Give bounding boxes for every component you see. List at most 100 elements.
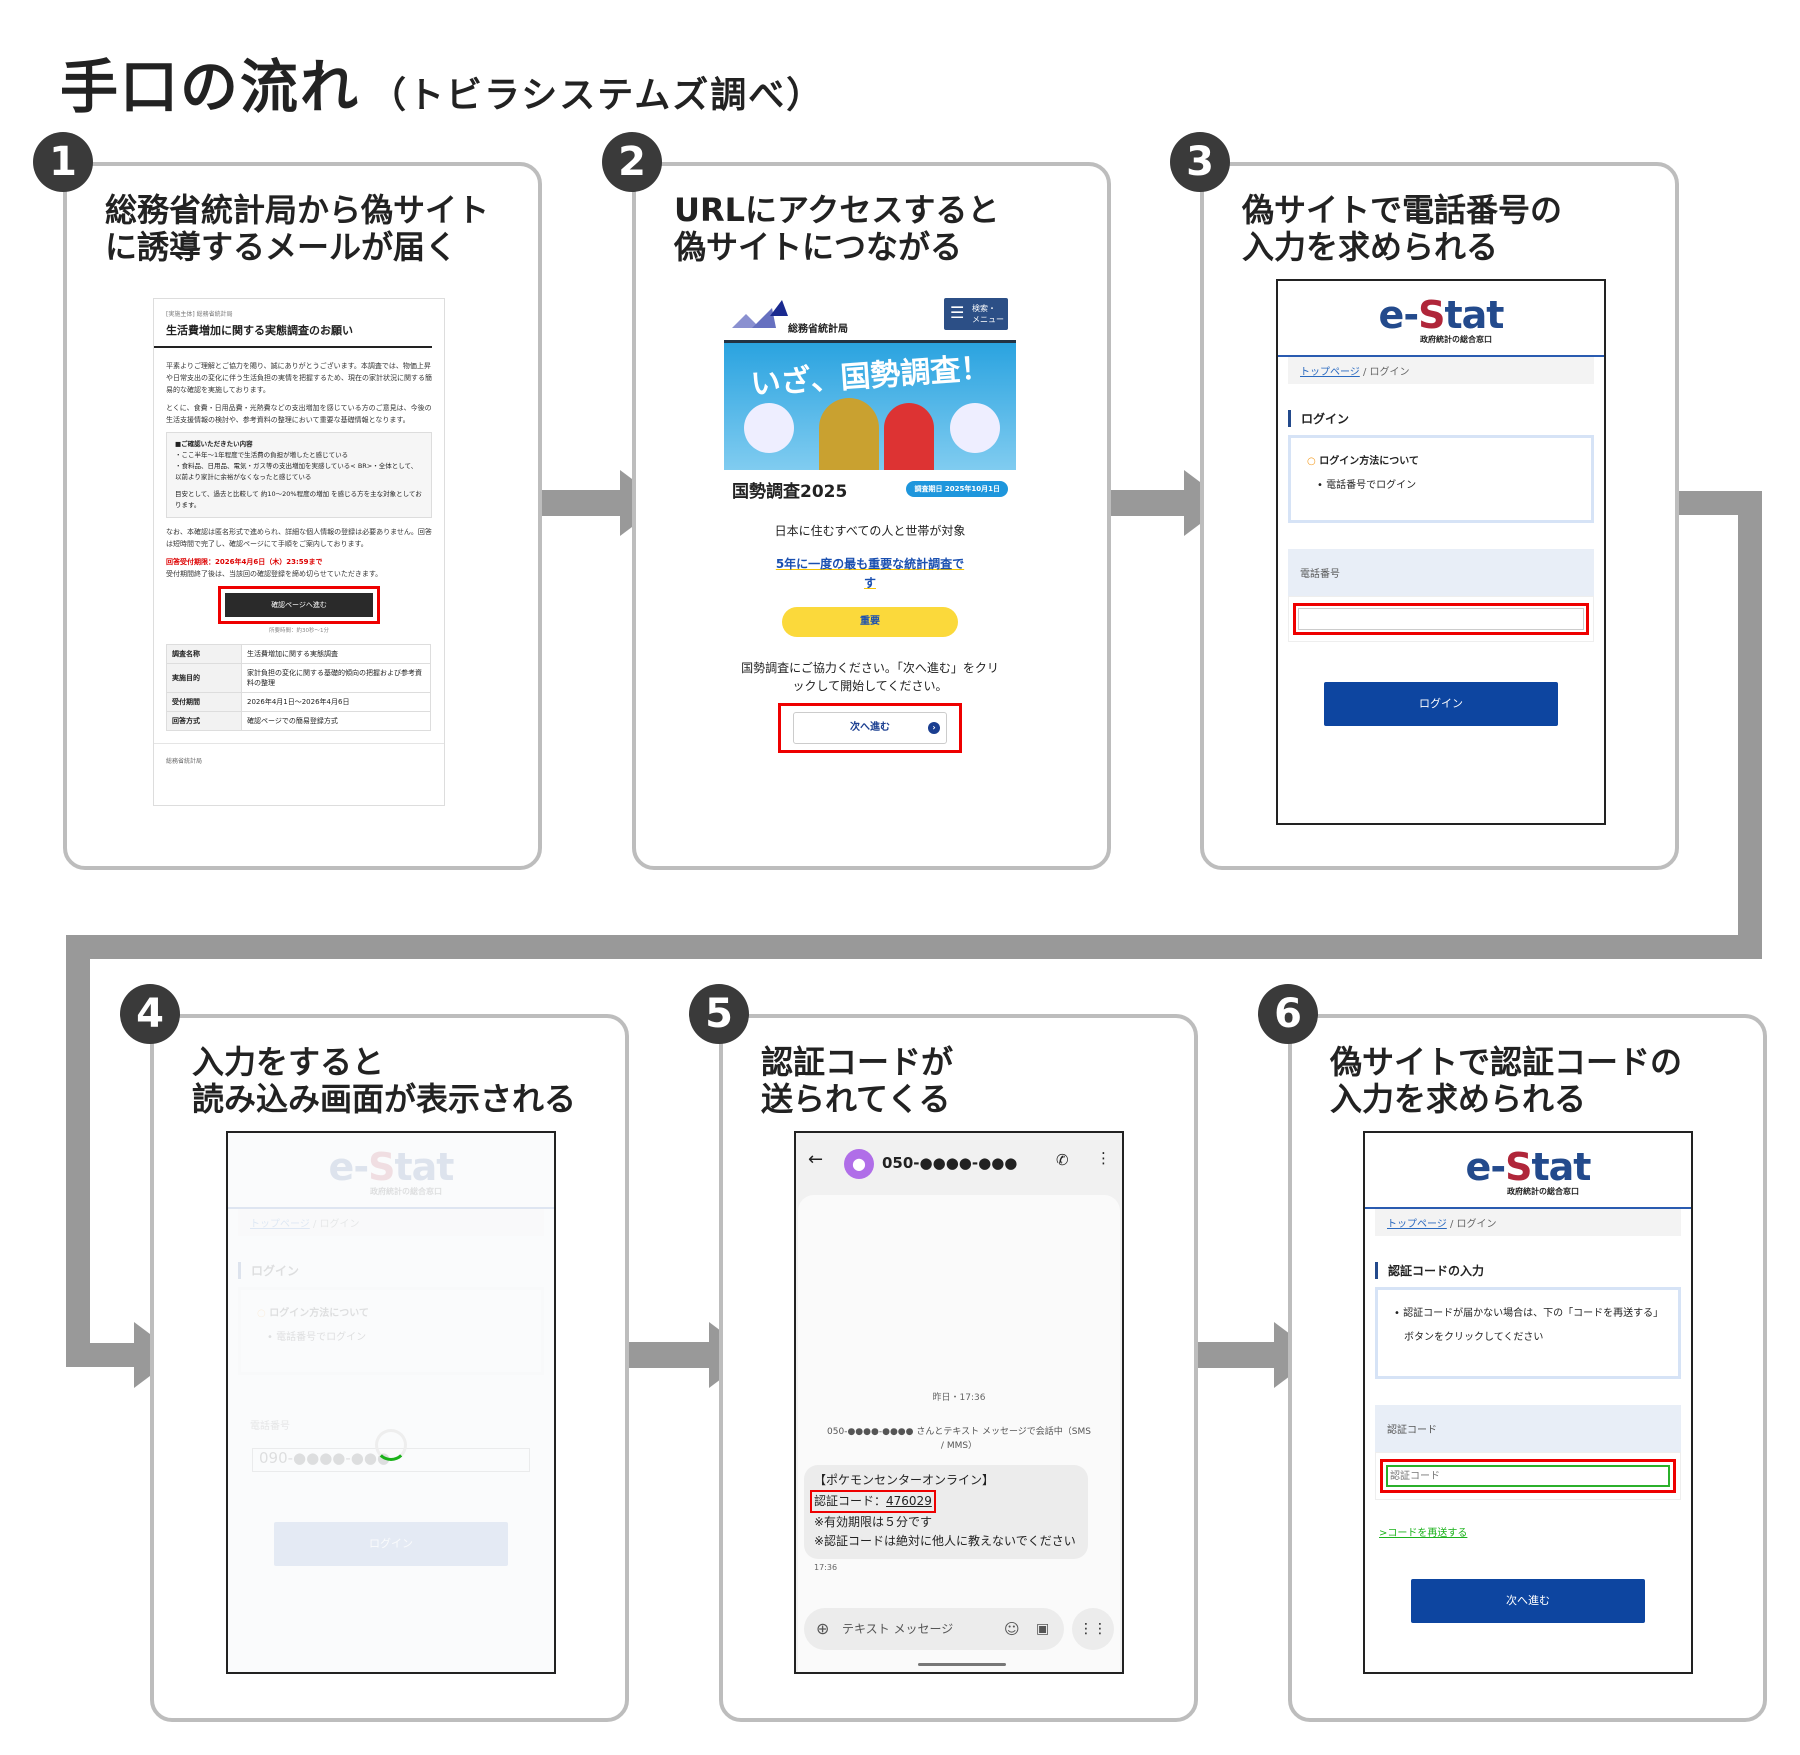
cell: 調査名称 <box>166 644 242 664</box>
message-input[interactable]: ⊕ テキスト メッセージ ☺ ▣ <box>804 1608 1064 1650</box>
step-title: URLにアクセスすると 偽サイトにつながる <box>674 191 1000 266</box>
info-title[interactable]: ログイン方法について <box>1319 456 1419 467</box>
title-sub: （トビラシステムズ調べ） <box>370 75 825 116</box>
more-vert-icon[interactable]: ⋮ <box>1096 1149 1111 1167</box>
step-title: 偽サイトで認証コードの 入力を求められる <box>1330 1043 1683 1118</box>
info-text: 認証コードが届かない場合は、下の「コードを再送する」ボタンをクリックしてください <box>1403 1308 1659 1343</box>
highlight-box: 次へ進む› <box>778 703 962 753</box>
phone-number-input[interactable] <box>1298 608 1584 630</box>
avatar: ● <box>844 1149 874 1179</box>
field-wrap <box>1288 596 1594 642</box>
email-duration: 所要時間：約30秒〜1分 <box>269 628 329 634</box>
sms-screen: ← ● 050-●●●●-●●● ✆ ⋮ 昨日・17:36 050-●●●●-●… <box>794 1131 1124 1674</box>
census-logo: 国勢調査2025 <box>732 481 848 502</box>
message-bubble: 【ポケモンセンターオンライン】 認証コード：476029 ※有効期限は５分です … <box>804 1465 1088 1559</box>
logo-subtitle: 政府統計の総合窓口 <box>1507 1187 1579 1196</box>
resend-code-link[interactable]: >コードを再送する <box>1379 1528 1468 1539</box>
box-item: ・食料品、日用品、電気・ガス等の支出増加を実感している< BR>・全体として、以… <box>175 462 418 481</box>
cell: 受付期間 <box>166 692 242 712</box>
sms-header: ← ● 050-●●●●-●●● ✆ ⋮ <box>796 1133 1122 1191</box>
verification-code: 476029 <box>886 1494 932 1508</box>
add-icon[interactable]: ⊕ <box>816 1619 830 1638</box>
message-placeholder: テキスト メッセージ <box>842 1622 954 1636</box>
cell: 生活費増加に関する実態調査 <box>241 644 431 664</box>
fake-site: 総務省統計局 ☰ 検索・ メニュー いざ、国勢調査！ 国勢調査2025 調査期日 … <box>724 294 1016 809</box>
email-paragraph: とくに、食費・日用品費・光熱費などの支出増加を感じている方のご意見は、今後の生活… <box>166 404 432 424</box>
circle-icon: ○ <box>1307 456 1320 467</box>
back-arrow-icon[interactable]: ← <box>808 1149 824 1170</box>
person-image <box>950 403 1000 453</box>
cell: 実施目的 <box>166 663 242 693</box>
logo-part: e- <box>328 1145 370 1189</box>
site-text: 国勢調査にご協力ください。「次へ進む」をクリックして開始してください。 <box>741 661 999 693</box>
stats-bureau-logo-icon <box>732 300 788 328</box>
banner-headline: いざ、国勢調査！ <box>749 350 992 403</box>
step-number: 4 <box>120 984 180 1044</box>
next-button[interactable]: 次へ進む <box>1411 1579 1645 1623</box>
login-info-box: ○ ログイン方法について • 電話番号でログイン <box>238 1287 544 1375</box>
next-button[interactable]: 次へ進む› <box>793 712 947 744</box>
page-title: 手口の流れ（トビラシステムズ調べ） <box>60 40 824 124</box>
circle-icon: ○ <box>257 1308 270 1319</box>
logo-part: tat <box>1444 293 1504 337</box>
verification-code-input[interactable] <box>1386 1465 1670 1487</box>
cell: 確認ページでの簡易登録方式 <box>241 711 431 731</box>
login-info-box: ○ ログイン方法について • 電話番号でログイン <box>1288 435 1594 523</box>
breadcrumb-top-link[interactable]: トップページ <box>1387 1219 1447 1230</box>
phishing-email: [実施主体] 総務省統計局 生活費増加に関する実態調査のお願い 平素よりご理解と… <box>153 298 445 806</box>
message-time: 17:36 <box>814 1563 838 1572</box>
confirm-page-button[interactable]: 確認ページへ進む <box>225 593 373 617</box>
step-title: 入力をすると 読み込み画面が表示される <box>192 1043 577 1118</box>
breadcrumb-sep: / <box>1359 367 1370 378</box>
email-deadline: 回答受付期限：2026年4月6日（木）23:59まで <box>166 558 323 566</box>
breadcrumb: トップページ / ログイン <box>1288 357 1594 384</box>
verify-info-box: • 認証コードが届かない場合は、下の「コードを再送する」ボタンをクリックしてくだ… <box>1375 1287 1681 1379</box>
box-item: 目安として、過去と比較して 約10〜20%程度の増加 を感じる方を主な対象として… <box>175 490 422 509</box>
gallery-icon[interactable]: ▣ <box>1036 1621 1050 1637</box>
email-subject: 生活費増加に関する実態調査のお願い <box>154 322 432 348</box>
step-number: 3 <box>1170 132 1230 192</box>
conversation: 昨日・17:36 050-●●●●-●●●● さんとテキスト メッセージで会話中… <box>798 1195 1120 1672</box>
login-button[interactable]: ログイン <box>1324 682 1558 726</box>
contact-number: 050-●●●●-●●● <box>882 1154 1018 1172</box>
breadcrumb-sep: / <box>309 1219 320 1230</box>
breadcrumb-top-link[interactable]: トップページ <box>1300 367 1360 378</box>
loading-spinner-icon <box>375 1429 407 1461</box>
highlight-box: 確認ページへ進む <box>218 586 380 624</box>
email-footer: 総務省統計局 <box>154 743 444 777</box>
conversation-notice: 050-●●●●-●●●● さんとテキスト メッセージで会話中（SMS / MM… <box>827 1427 1091 1451</box>
hamburger-icon: ☰ <box>950 303 965 322</box>
breadcrumb-top-link: トップページ <box>250 1219 310 1230</box>
section-heading: ログイン <box>238 1262 544 1279</box>
menu-label: 検索・ メニュー <box>972 304 1004 324</box>
voice-icon[interactable]: ⋮⋮ <box>1072 1608 1114 1650</box>
highlight-box: 認証コード：476029 <box>810 1490 936 1513</box>
table-row: 実施目的家計負担の変化に関する基礎的傾向の把握および参考資料の整理 <box>166 663 431 693</box>
person-image <box>884 403 934 470</box>
logo-part: S <box>1418 293 1445 337</box>
table-row: 調査名称生活費増加に関する実態調査 <box>166 644 431 664</box>
box-item: ・ここ半年〜1年程度で生活費の負担が増したと感じている <box>175 451 349 459</box>
home-indicator <box>918 1663 1006 1666</box>
step-number: 1 <box>33 132 93 192</box>
site-org-name: 総務省統計局 <box>788 324 848 335</box>
step-1-panel: 1 総務省統計局から偽サイト に誘導するメールが届く <box>33 132 542 870</box>
logo-subtitle: 政府統計の総合窓口 <box>1420 335 1492 344</box>
phone-icon[interactable]: ✆ <box>1056 1151 1069 1169</box>
menu-button[interactable]: ☰ 検索・ メニュー <box>944 298 1008 330</box>
info-item[interactable]: 電話番号でログイン <box>1326 480 1417 491</box>
important-badge: 重要 <box>782 607 958 637</box>
person-image <box>819 398 879 470</box>
box-title: ■ご確認いただきたい内容 <box>175 440 253 448</box>
census-banner: いざ、国勢調査！ 国勢調査2025 調査期日 2025年10月1日 <box>724 340 1016 508</box>
emoji-icon[interactable]: ☺ <box>1004 1620 1020 1638</box>
breadcrumb-current: ログイン <box>319 1219 360 1230</box>
step-title: 偽サイトで電話番号の 入力を求められる <box>1242 191 1563 266</box>
email-info-box: ■ご確認いただきたい内容 ・ここ半年〜1年程度で生活費の負担が増したと感じている… <box>166 432 432 518</box>
